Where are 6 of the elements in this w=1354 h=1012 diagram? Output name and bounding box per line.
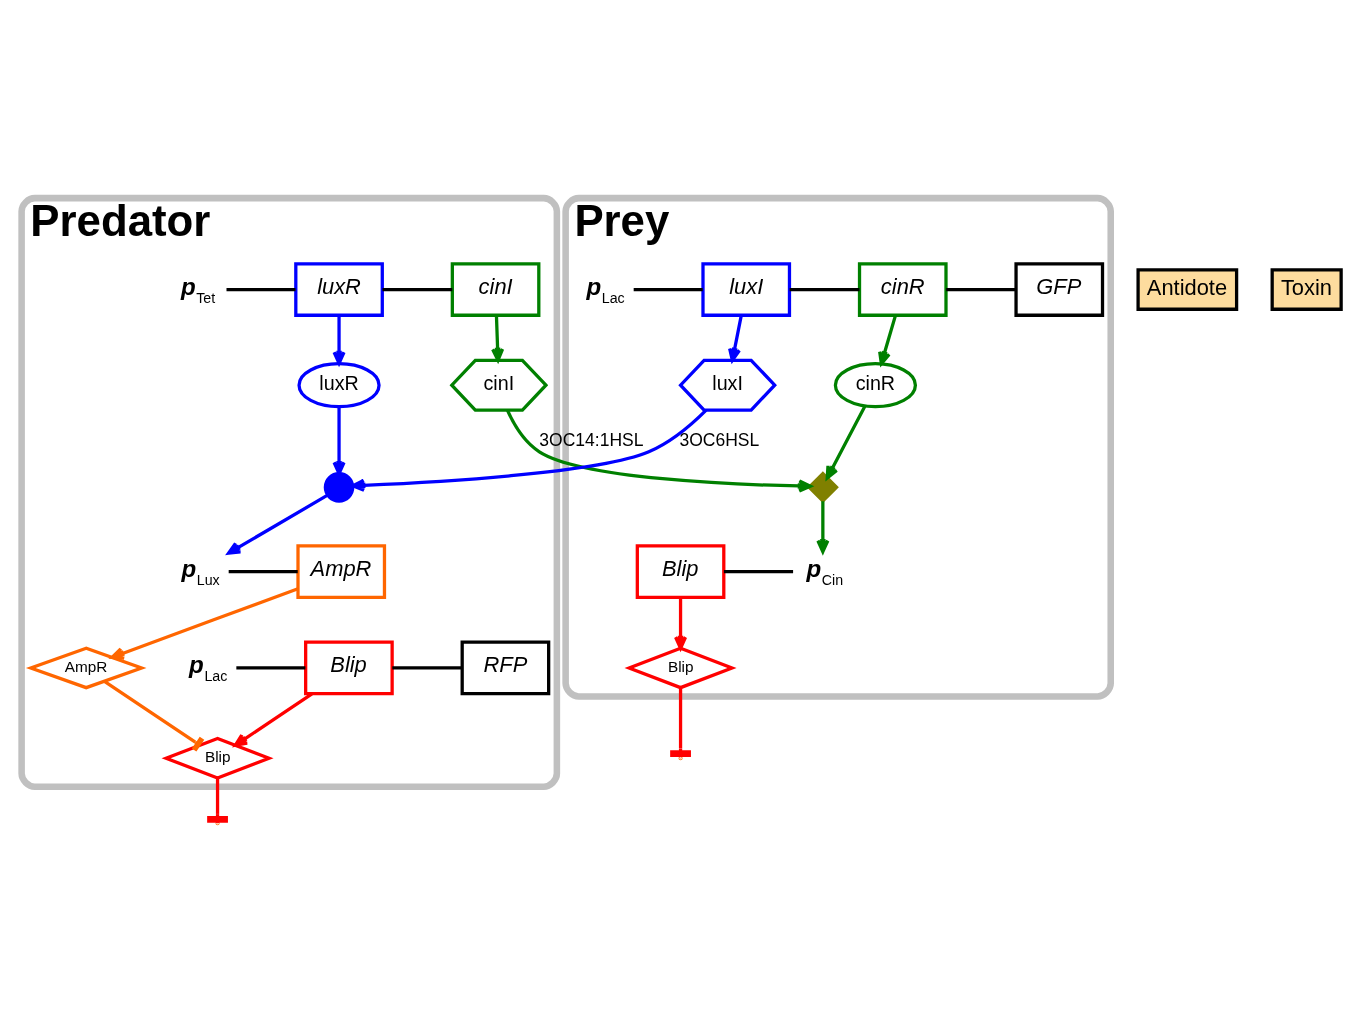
node-text: p$_{Lac}$ [586, 272, 625, 306]
edge-label: 3OC6HSL [679, 429, 760, 450]
node-text: p$_{Lux}$ [181, 554, 220, 588]
node-text: p$_{Tet}$ [180, 272, 216, 306]
node-text: p$_{Cin}$ [806, 554, 844, 588]
node-text: p$_{Lac}$ [189, 650, 228, 684]
